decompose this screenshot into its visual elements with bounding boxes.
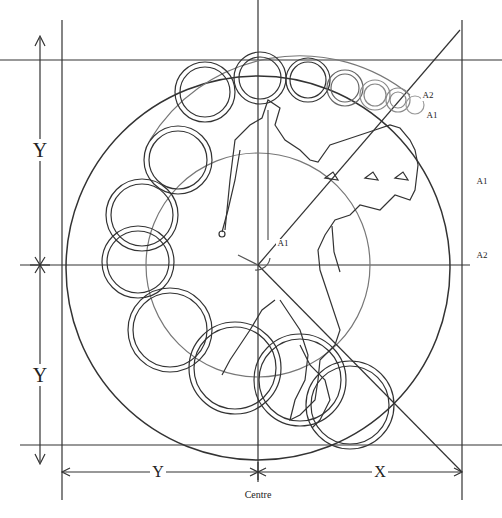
point-label: A1 [276, 239, 291, 249]
dimension-label: Y [31, 139, 49, 161]
note-label: A1 [475, 177, 490, 187]
point-label: A2 [421, 91, 436, 101]
dimension-label: X [372, 463, 388, 481]
dimension-label: Y [31, 364, 49, 386]
point-label: A1 [425, 111, 440, 121]
note-label: A2 [475, 251, 490, 261]
dimension-label: Y [150, 463, 166, 481]
centre-note: Centre [243, 489, 274, 500]
